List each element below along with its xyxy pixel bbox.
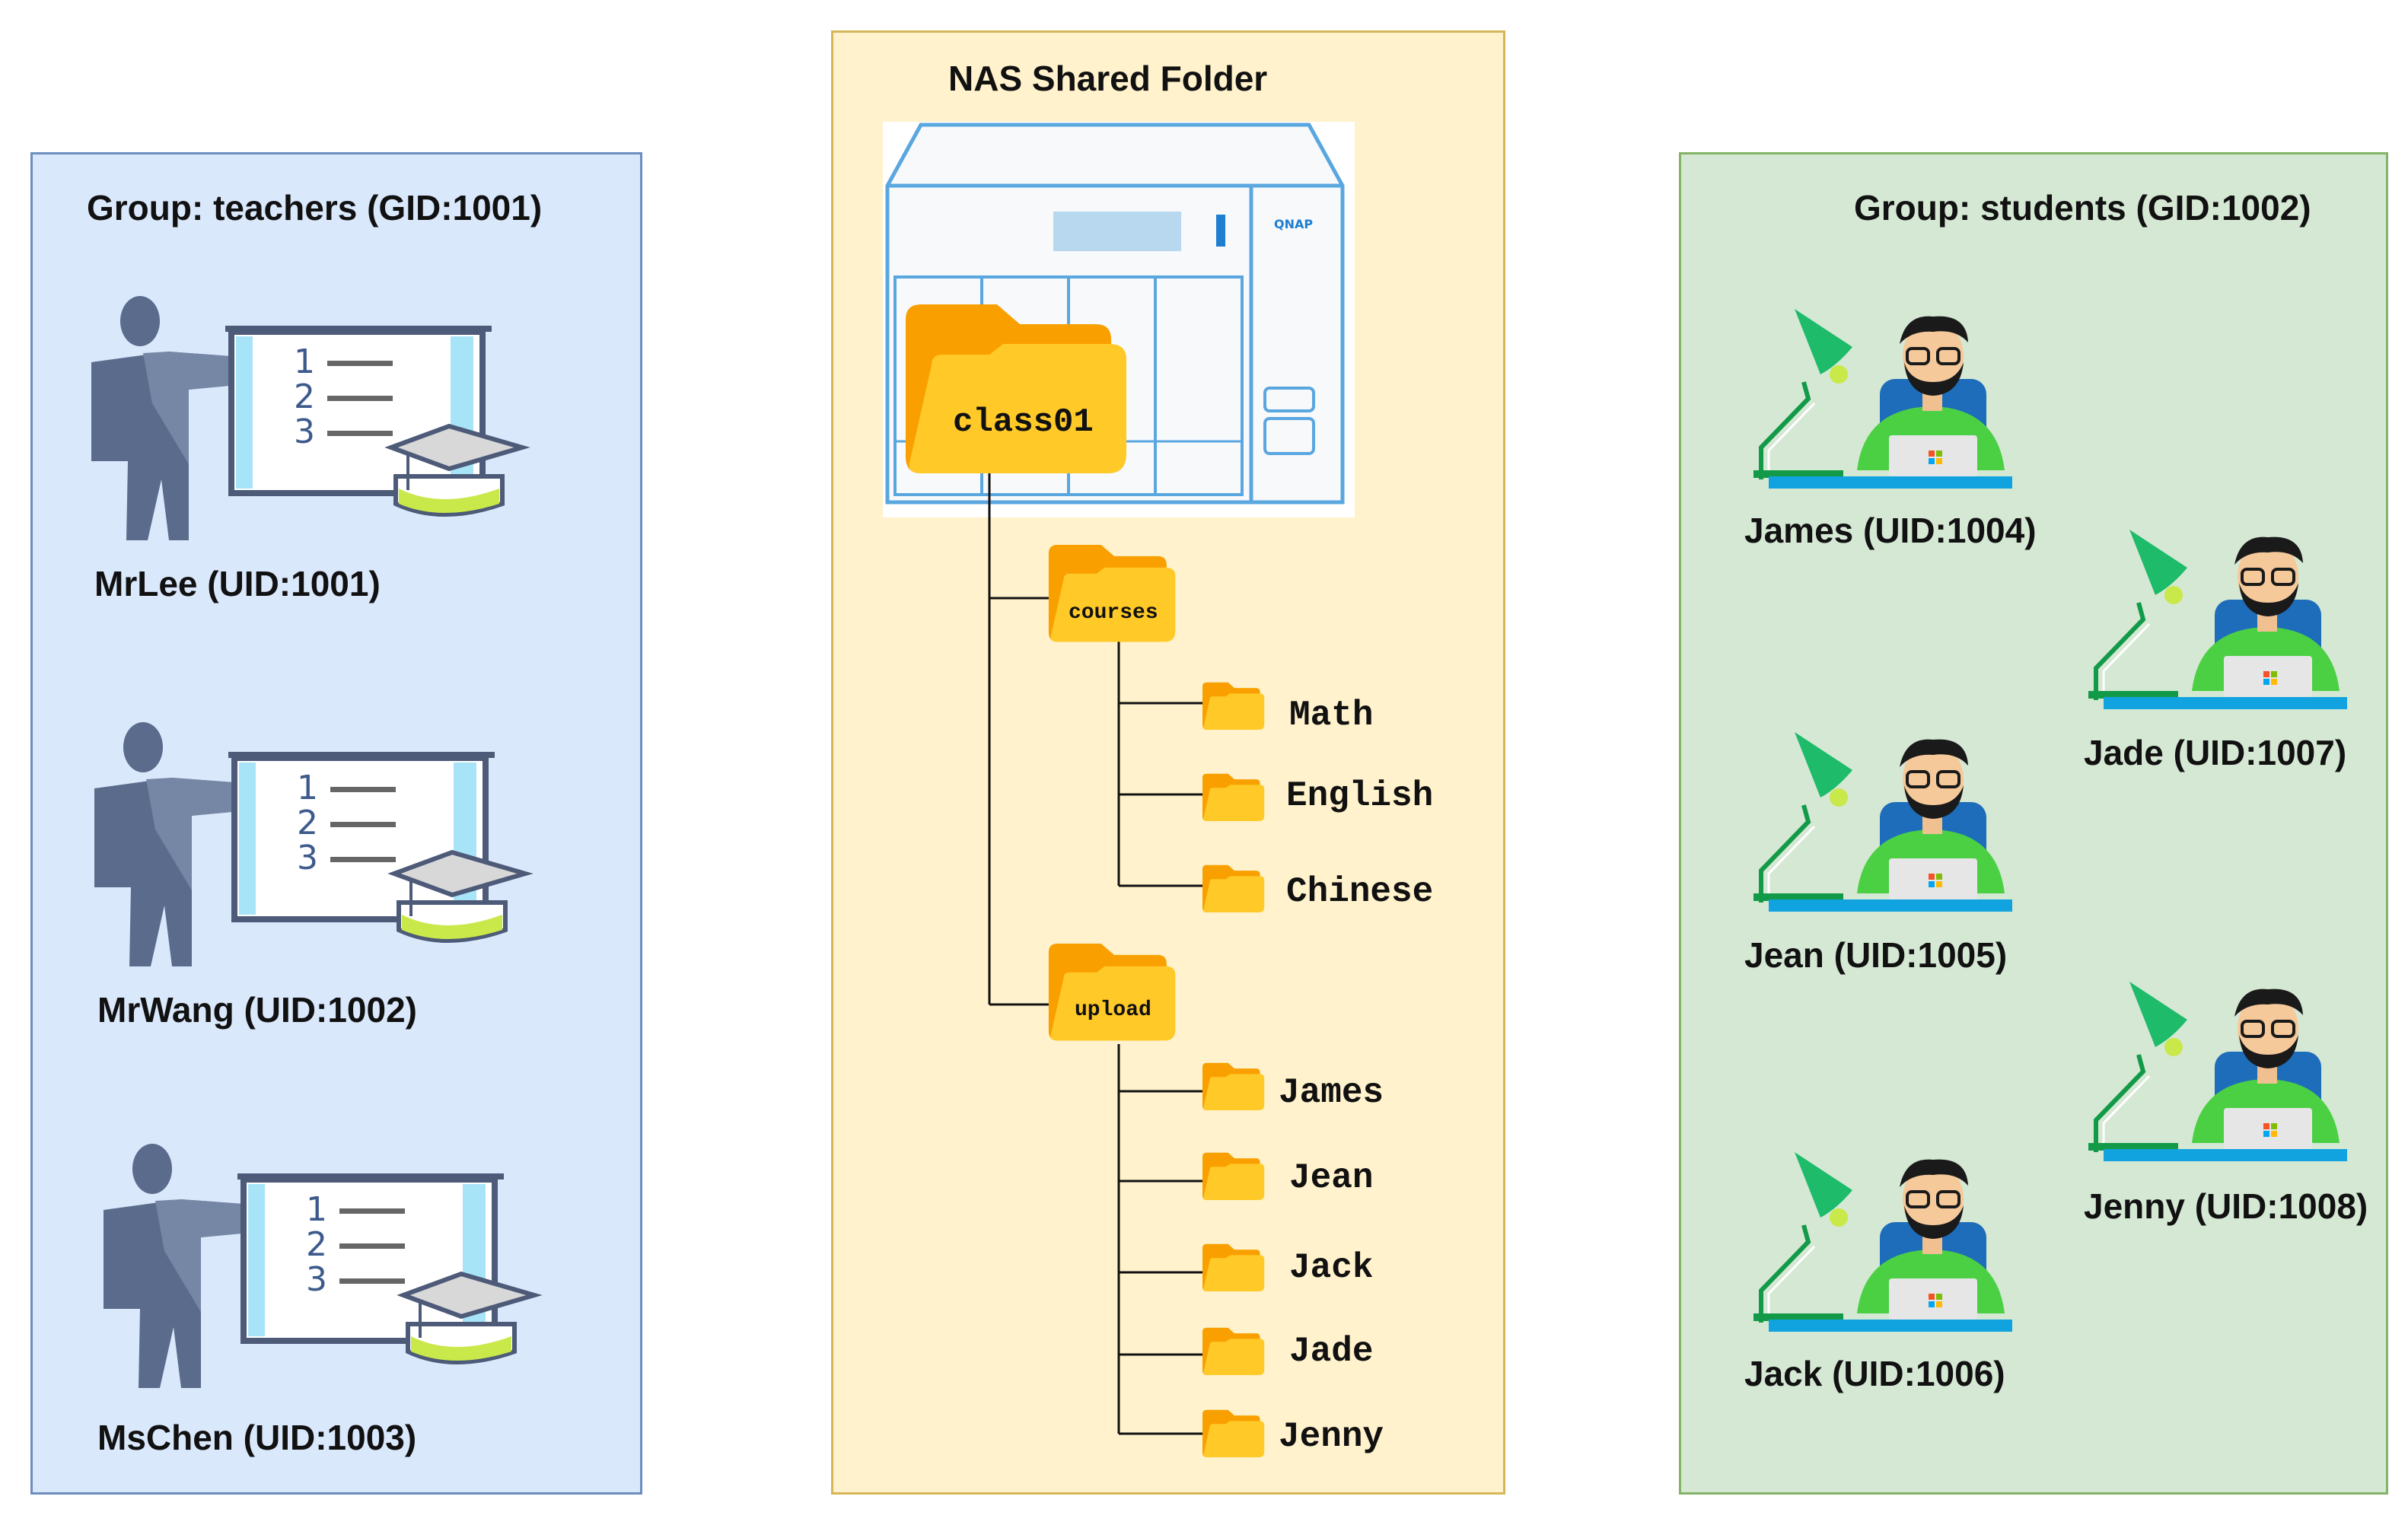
student-label: Jack (UID:1006) <box>1744 1354 2005 1393</box>
student-label: Jean (UID:1005) <box>1744 935 2008 975</box>
folder-icon <box>1202 1327 1265 1375</box>
students-group-panel <box>1679 152 2388 1495</box>
svg-text:1: 1 <box>294 342 315 381</box>
subfolder-label: Jade <box>1289 1332 1374 1371</box>
subfolder-label: Jack <box>1289 1248 1374 1288</box>
svg-text:3: 3 <box>306 1260 327 1299</box>
folder-icon <box>1048 545 1176 642</box>
folder-icon <box>1202 682 1265 730</box>
student-icon <box>1753 1152 2012 1332</box>
svg-text:3: 3 <box>294 412 315 451</box>
student-label: Jade (UID:1007) <box>2084 733 2347 772</box>
subfolder-label: Chinese <box>1286 872 1434 912</box>
upload-folder-label: upload <box>1075 998 1151 1022</box>
svg-text:1: 1 <box>306 1190 327 1229</box>
root-folder-icon <box>906 304 1126 473</box>
student-icon <box>2088 530 2347 709</box>
root-folder-label: class01 <box>953 403 1094 441</box>
folder-icon <box>1202 1152 1265 1200</box>
student-label: James (UID:1004) <box>1744 511 2037 550</box>
student-icon <box>2088 982 2347 1161</box>
teacher-label: MsChen (UID:1003) <box>97 1418 417 1457</box>
nas-title: NAS Shared Folder <box>948 59 1268 98</box>
svg-text:1: 1 <box>297 769 318 807</box>
student-icon <box>1753 309 2012 489</box>
student-label: Jenny (UID:1008) <box>2084 1186 2368 1226</box>
teacher-icon: 1 2 3 <box>91 296 530 540</box>
svg-text:3: 3 <box>297 839 318 877</box>
qnap-brand-logo: QNAP <box>1274 217 1313 231</box>
student-icon <box>1753 732 2012 912</box>
folder-icon <box>1202 1243 1265 1291</box>
subfolder-label: Math <box>1289 696 1374 735</box>
teacher-label: MrWang (UID:1002) <box>97 990 417 1030</box>
folder-icon <box>1202 773 1265 821</box>
subfolder-label: English <box>1286 776 1434 816</box>
teachers-group-title: Group: teachers (GID:1001) <box>87 188 543 228</box>
folder-icon <box>1202 1062 1265 1110</box>
folder-icon <box>1202 1409 1265 1457</box>
subfolder-label: James <box>1279 1073 1384 1113</box>
courses-folder-label: courses <box>1069 601 1158 625</box>
folder-icon <box>1048 944 1176 1041</box>
subfolder-label: Jenny <box>1279 1417 1384 1457</box>
teacher-label: MrLee (UID:1001) <box>94 564 381 603</box>
svg-text:2: 2 <box>294 377 315 416</box>
teacher-icon: 1 2 3 <box>94 722 534 966</box>
svg-text:2: 2 <box>306 1225 327 1264</box>
svg-text:2: 2 <box>297 804 318 842</box>
teacher-icon: 1 2 3 <box>104 1144 543 1388</box>
subfolder-label: Jean <box>1289 1158 1374 1198</box>
folder-icon <box>1202 864 1265 912</box>
students-group-title: Group: students (GID:1002) <box>1854 188 2311 228</box>
